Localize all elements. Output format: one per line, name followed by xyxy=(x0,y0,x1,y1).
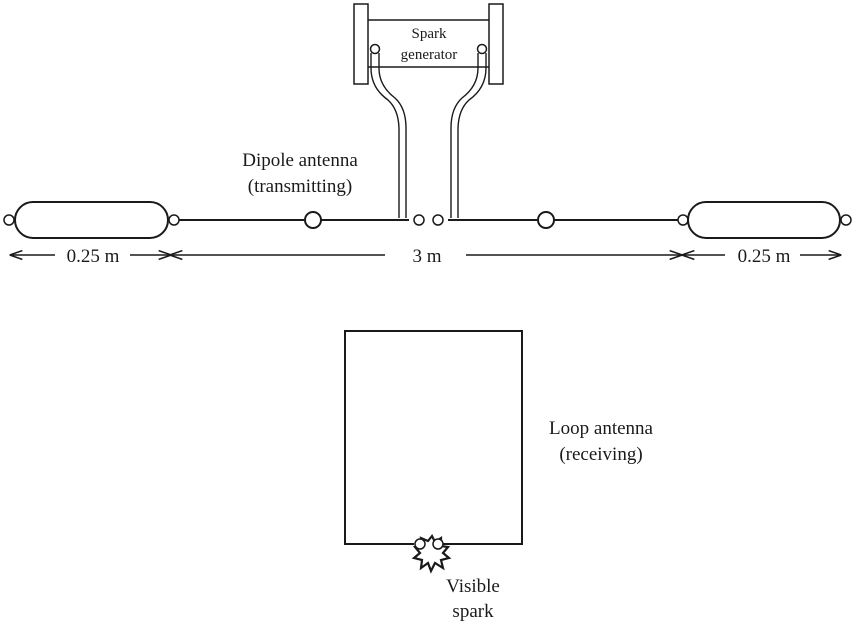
right-capacitor xyxy=(687,201,841,239)
right-inner-terminal xyxy=(677,214,689,226)
spark-label-line1: Visible xyxy=(446,576,500,597)
dipole-gap-left-ball xyxy=(413,214,425,226)
left-inner-terminal xyxy=(168,214,180,226)
spark-generator-left-plate xyxy=(353,3,369,85)
spark-generator-right-terminal xyxy=(476,43,488,55)
spark-label-line2: spark xyxy=(452,601,494,622)
spark-generator-label-line2: generator xyxy=(401,47,458,63)
spark-generator-left-terminal xyxy=(369,43,381,55)
right-length-label: 0.25 m xyxy=(738,246,791,267)
loop-label-line1: Loop antenna xyxy=(549,418,654,439)
spark-generator: Spark generator xyxy=(353,3,504,85)
dipole-gap-right-ball xyxy=(432,214,444,226)
loop-wire xyxy=(344,330,523,545)
left-rod-bead xyxy=(304,211,322,229)
left-outer-terminal xyxy=(3,214,15,226)
spark-generator-right-plate xyxy=(488,3,504,85)
left-capacitor xyxy=(14,201,169,239)
dipole-label-line1: Dipole antenna xyxy=(242,150,358,171)
right-rod-bead xyxy=(537,211,555,229)
center-length-label: 3 m xyxy=(412,246,441,267)
loop-antenna xyxy=(344,330,523,574)
right-outer-terminal xyxy=(840,214,852,226)
left-length-label: 0.25 m xyxy=(67,246,120,267)
spark-generator-label-line1: Spark xyxy=(412,26,447,42)
dipole-label-line2: (transmitting) xyxy=(248,176,352,197)
loop-gap-right-ball xyxy=(432,538,444,550)
loop-label-line2: (receiving) xyxy=(559,444,642,465)
loop-gap-left-ball xyxy=(414,538,426,550)
dipole-antenna xyxy=(3,201,852,239)
feed-lines xyxy=(370,53,487,218)
